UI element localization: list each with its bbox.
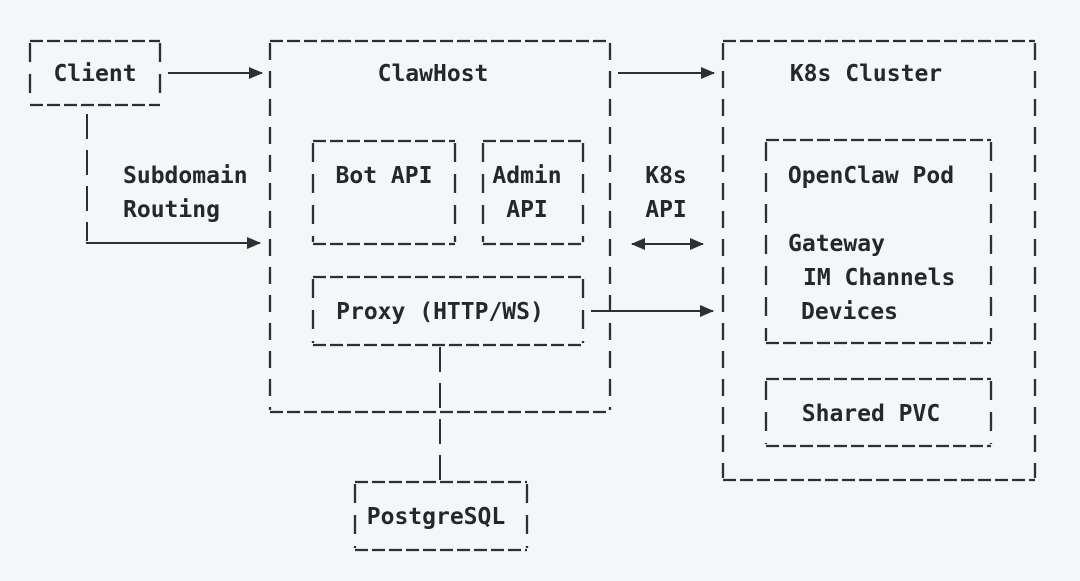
bot-api-label: Bot API bbox=[336, 163, 433, 189]
clawhost-label: ClawHost bbox=[378, 61, 489, 87]
openclaw-pod-box: OpenClaw Pod Gateway IM Channels Devices bbox=[764, 138, 993, 345]
subdomain-routing-label-line2: Routing bbox=[123, 197, 220, 223]
postgresql-box: PostgreSQL bbox=[353, 480, 529, 552]
proxy-label: Proxy (HTTP/WS) bbox=[336, 299, 544, 325]
pod-item-devices: Devices bbox=[801, 299, 898, 325]
admin-api-label-line2: API bbox=[506, 197, 548, 223]
proxy-box: Proxy (HTTP/WS) bbox=[311, 275, 585, 347]
pod-item-gateway: Gateway bbox=[788, 231, 885, 257]
client-box: Client bbox=[28, 39, 162, 107]
k8s-cluster-label: K8s Cluster bbox=[790, 61, 942, 87]
shared-pvc-label: Shared PVC bbox=[802, 401, 940, 427]
k8s-api-label-line1: K8s bbox=[645, 163, 687, 189]
admin-api-box: Admin API bbox=[481, 139, 585, 246]
openclaw-pod-label: OpenClaw Pod bbox=[788, 163, 954, 189]
admin-api-label-line1: Admin bbox=[492, 163, 561, 189]
pod-item-im-channels: IM Channels bbox=[803, 265, 955, 291]
subdomain-routing-label-line1: Subdomain bbox=[123, 163, 248, 189]
k8s-cluster-box: K8s Cluster bbox=[721, 39, 1037, 482]
clawhost-box: ClawHost bbox=[268, 39, 612, 414]
postgresql-label: PostgreSQL bbox=[367, 504, 505, 530]
bot-api-box: Bot API bbox=[311, 139, 457, 246]
k8s-api-label-line2: API bbox=[645, 197, 687, 223]
client-label: Client bbox=[53, 61, 136, 87]
shared-pvc-box: Shared PVC bbox=[764, 377, 993, 448]
